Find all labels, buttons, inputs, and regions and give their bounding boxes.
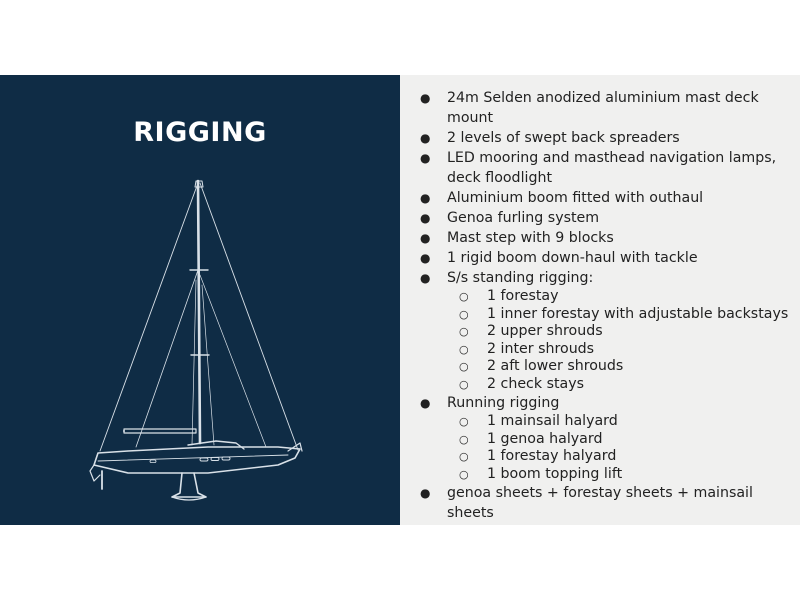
bullet-icon: ● [420,251,431,265]
sub-list-item-text: 1 inner forestay with adjustable backsta… [487,305,789,322]
upper-shroud [191,279,197,446]
list-item: ● Aluminium boom fitted with outhaul [400,188,800,208]
sub-list-item: ○ 1 boom topping lift [400,466,800,484]
list-item: ● 1 rigid boom down-haul with tackle [400,248,800,268]
boom [123,428,197,434]
inner-forestay [135,269,199,448]
hollow-bullet-icon: ○ [459,377,469,391]
list-item-text: Running rigging [447,395,560,411]
sub-list-item-text: 2 upper shrouds [487,323,603,339]
list-item: ● Running rigging [400,393,800,413]
sub-list-item: ○ 1 mainsail halyard [400,413,800,431]
list-item-text: 1 rigid boom down-haul with tackle [447,250,698,266]
hollow-bullet-icon: ○ [459,432,469,446]
sub-list-item: ○ 2 aft lower shrouds [400,358,800,376]
list-item: ● genoa sheets + forestay sheets + mainsa… [400,483,800,523]
sub-list-item: ○ 1 genoa halyard [400,431,800,449]
bullet-icon: ● [420,271,431,285]
sub-list-item: ○ 1 inner forestay with adjustable backst… [400,306,800,324]
deckhouse [187,440,245,450]
list-item-text: Genoa furling system [447,210,600,226]
hollow-bullet-icon: ○ [459,325,469,338]
sub-list-item: ○ 2 check stays [400,376,800,394]
sub-list-item: ○ 2 upper shrouds [400,323,800,341]
bullet-icon: ● [420,211,431,225]
list-item-text: S/s standing rigging: [447,270,594,286]
list-item: ● 2 levels of swept back spreaders [400,128,800,148]
sub-list-item-text: 1 mainsail halyard [487,413,618,429]
sub-list-item-text: 1 forestay [487,288,559,304]
mast [196,179,202,445]
list-item: ● Genoa furling system [400,208,800,228]
list-item-text: 24m Selden anodized aluminium mast deck … [447,90,759,126]
title-panel: RIGGING [0,75,400,525]
list-item: ● S/s standing rigging: [400,268,800,288]
hollow-bullet-icon: ○ [459,307,469,321]
bullet-icon: ● [420,131,431,145]
rigging-spec-list: ● 24m Selden anodized aluminium mast deck… [400,88,800,523]
spec-panel: ● 24m Selden anodized aluminium mast deck… [400,75,800,525]
sailboat-illustration [89,179,303,501]
list-item-text: LED mooring and masthead navigation lamp… [447,150,777,186]
slide: RIGGING [0,75,800,525]
masthead [194,180,204,188]
hollow-bullet-icon: ○ [459,450,469,463]
list-item-text: genoa sheets + forestay sheets + mainsai… [447,485,753,521]
list-item: ● 24m Selden anodized aluminium mast deck… [400,88,800,128]
list-item: ● LED mooring and masthead navigation lam… [400,148,800,188]
sheer-line [97,454,289,462]
sub-list-item: ○ 2 inter shrouds [400,341,800,359]
sub-list-item-text: 2 aft lower shrouds [487,358,624,374]
sub-list-item-text: 1 genoa halyard [487,430,603,447]
sub-list-item-text: 2 check stays [487,375,585,392]
hollow-bullet-icon: ○ [459,467,469,481]
slide-title: RIGGING [133,117,267,148]
bullet-icon: ● [420,396,431,410]
hollow-bullet-icon: ○ [459,342,469,356]
bullet-icon: ● [420,231,431,245]
bullet-icon: ● [420,191,431,205]
inter-shroud [201,284,215,446]
sub-list-item-text: 2 inter shrouds [487,340,595,357]
list-item-text: 2 levels of swept back spreaders [447,130,680,146]
list-item-text: Aluminium boom fitted with outhaul [447,190,704,206]
bullet-icon: ● [420,486,431,500]
sub-list-item-text: 1 boom topping lift [487,465,623,482]
bullet-icon: ● [420,91,431,105]
transom [89,464,101,482]
list-item: ● Mast step with 9 blocks [400,228,800,248]
hollow-bullet-icon: ○ [459,415,469,428]
hollow-bullet-icon: ○ [459,290,469,303]
bow-roller [287,442,303,452]
bullet-icon: ● [420,151,431,165]
hollow-bullet-icon: ○ [459,360,469,373]
check-stay [199,274,267,448]
sub-list-item-text: 1 forestay halyard [487,448,617,464]
backstay [199,182,299,451]
sub-list-item: ○ 1 forestay halyard [400,448,800,466]
sub-list-item: ○ 1 forestay [400,288,800,306]
list-item-text: Mast step with 9 blocks [447,230,614,246]
forestay [99,182,199,452]
keel [171,472,207,498]
